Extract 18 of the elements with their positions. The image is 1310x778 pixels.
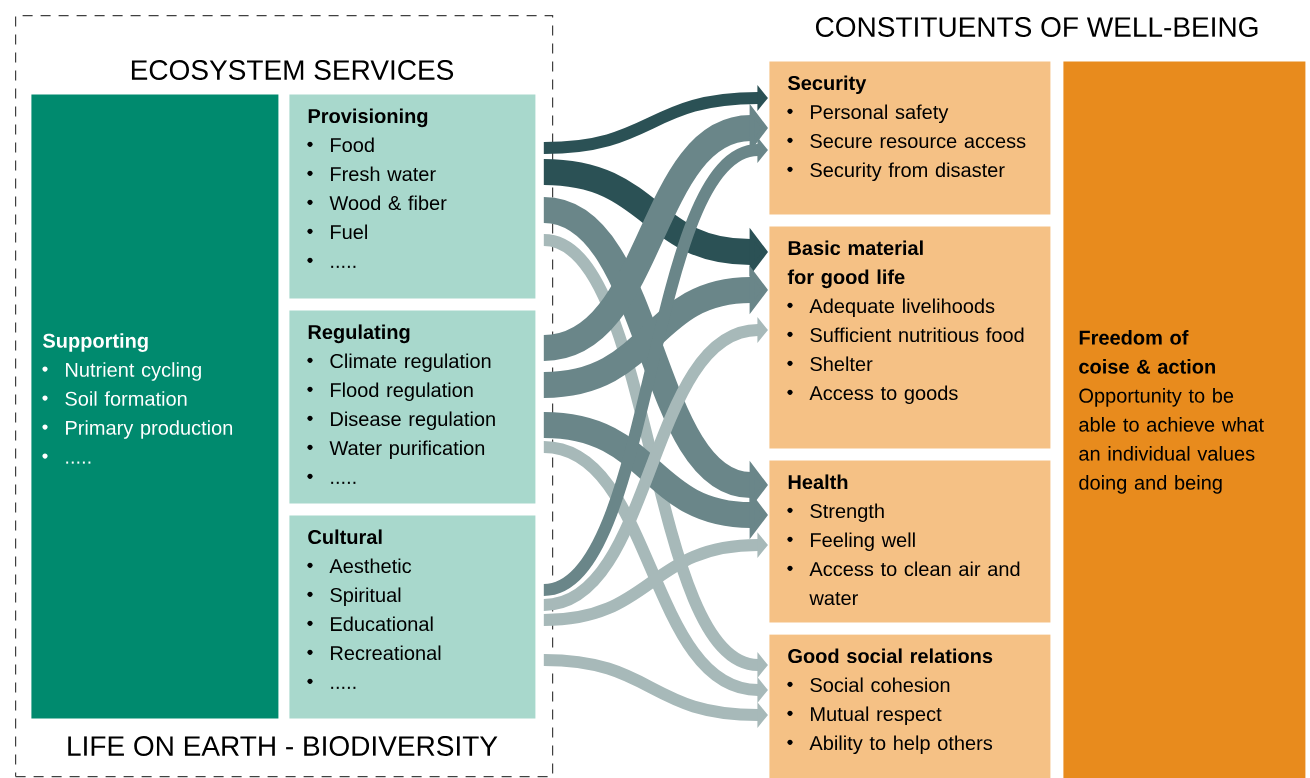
column-heading: CONSTITUENTS OF WELL-BEING	[815, 17, 1258, 37]
well-being-box: Good social relations Social cohesion Mutual respect Ability to help others	[769, 634, 1051, 778]
flow-arrow	[543, 532, 768, 626]
flow-arrow	[542, 317, 768, 611]
service-box: Regulating Climate regulation Flood regulation Disease regulation Water purification .....	[289, 310, 536, 504]
well-being-box: Freedom of coise & action Opportunity to be able to achieve what an individual values doing and being	[1063, 61, 1306, 778]
flow-arrow	[543, 85, 768, 154]
service-box: Supporting Nutrient cycling Soil formation Primary production .....	[31, 94, 279, 719]
service-box: Provisioning Food Fresh water Wood & fiber Fuel .....	[289, 94, 536, 299]
service-box: Cultural Aesthetic Spiritual Educational Recreational .....	[289, 515, 536, 719]
well-being-box: Security Personal safety Secure resource access Security from disaster	[769, 61, 1051, 215]
well-being-box: Basic material for good life Adequate livelihoods Sufficient nutritious food Shelter Access to goods	[769, 226, 1051, 449]
section-heading: ECOSYSTEM SERVICES	[131, 60, 454, 80]
flow-arrow	[541, 103, 768, 361]
flow-arrow	[541, 137, 768, 596]
section-heading: LIFE ON EARTH - BIODIVERSITY	[68, 736, 498, 756]
flow-arrow	[542, 265, 768, 398]
well-being-box: Health Strength Feeling well Access to clean air and water	[769, 460, 1051, 623]
